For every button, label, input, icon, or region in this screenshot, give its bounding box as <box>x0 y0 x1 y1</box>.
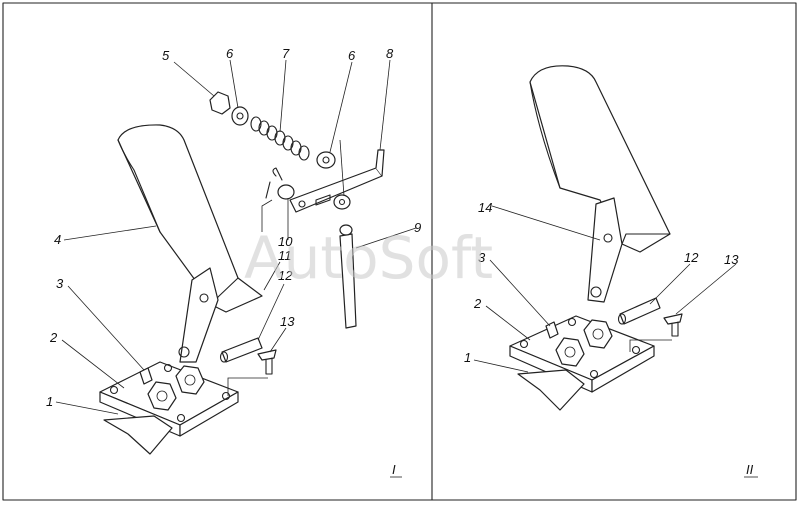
screw-part <box>257 349 277 375</box>
callout-14: 14 <box>478 200 492 215</box>
callout-11: 11 <box>278 248 292 263</box>
hex-nut-part <box>147 365 205 411</box>
stud-part-two <box>545 321 559 339</box>
callout-1-two: 1 <box>464 350 471 365</box>
callout-5: 5 <box>162 48 170 63</box>
callout-2-two: 2 <box>473 296 482 311</box>
floor-bracket-part <box>103 415 173 455</box>
callout-13: 13 <box>280 314 295 329</box>
panel-two-numeral: II <box>746 462 754 477</box>
callout-9: 9 <box>414 220 421 235</box>
labels-panel-one: 5 6 7 6 8 4 10 11 12 9 3 2 13 1 I <box>46 46 421 478</box>
stud-part <box>139 367 153 385</box>
callout-13-two: 13 <box>724 252 739 267</box>
callout-10: 10 <box>278 234 293 249</box>
lever-plate-part <box>289 149 385 213</box>
nut-part <box>209 91 231 115</box>
callout-12: 12 <box>278 268 293 283</box>
pedal-part-two <box>529 65 671 303</box>
linkage-line-two <box>629 339 672 352</box>
callout-1: 1 <box>46 394 53 409</box>
cotter-pin-part <box>265 167 283 199</box>
labels-panel-two: 14 3 12 13 2 1 II <box>464 200 758 478</box>
callout-2: 2 <box>49 330 58 345</box>
callout-3-two: 3 <box>478 250 486 265</box>
callout-6: 6 <box>226 46 234 61</box>
callout-12-two: 12 <box>684 250 699 265</box>
screw-part-two <box>663 313 683 337</box>
pin-part <box>219 337 263 363</box>
linkage-line <box>227 377 268 396</box>
leader-lines-panel-one <box>55 59 417 415</box>
callout-3: 3 <box>56 276 64 291</box>
washer-part <box>231 106 249 126</box>
spring-part <box>250 116 310 161</box>
leader-lines-panel-two <box>473 205 737 373</box>
pin-part-two <box>617 297 661 325</box>
cotter-washer-part <box>277 184 295 200</box>
rod-part <box>339 224 357 329</box>
watermark-logo: AutoSoft <box>244 224 493 292</box>
callout-7: 7 <box>282 46 290 61</box>
washer-part-right <box>316 151 336 169</box>
panel-one: 5 6 7 6 8 4 10 11 12 9 3 2 13 1 I <box>46 46 421 478</box>
panel-one-numeral: I <box>392 462 396 477</box>
callout-6-right: 6 <box>348 48 356 63</box>
floor-bracket-part-two <box>517 369 585 411</box>
panel-two: 14 3 12 13 2 1 II <box>464 65 758 478</box>
pedal-part <box>117 124 263 363</box>
callout-8: 8 <box>386 46 394 61</box>
hex-nut-part-two <box>555 319 613 367</box>
callout-4: 4 <box>54 232 61 247</box>
